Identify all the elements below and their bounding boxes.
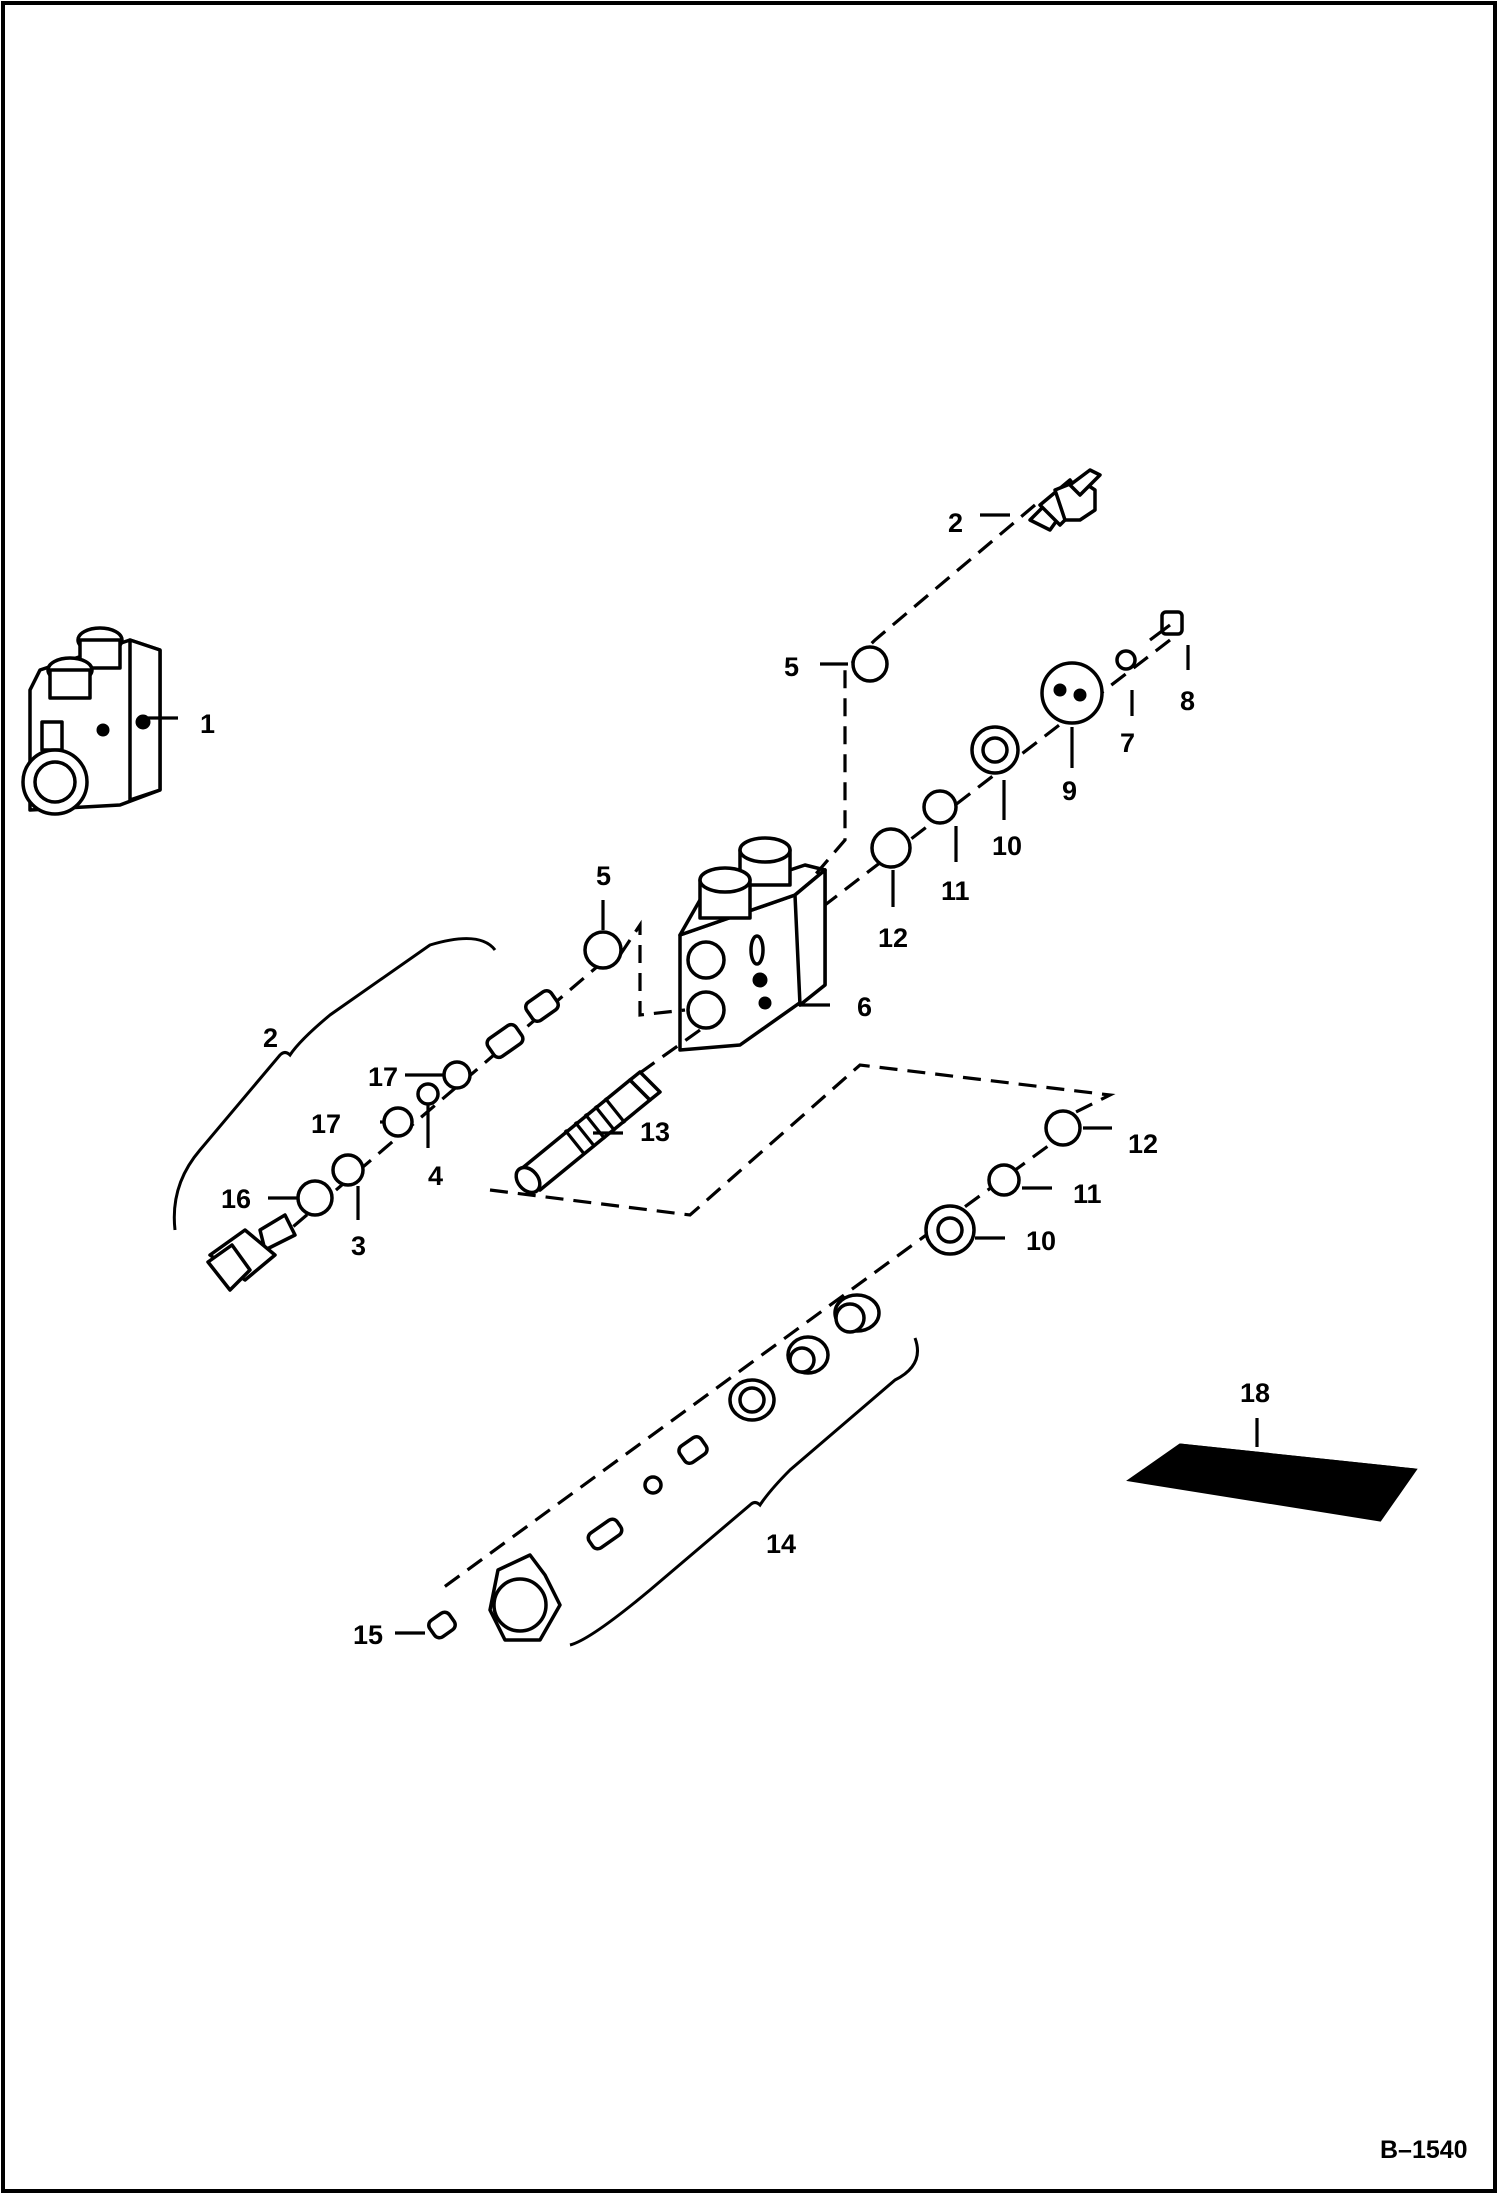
o-ring-part-5-top: [851, 645, 889, 683]
callout-12-lower: 12: [1128, 1129, 1158, 1159]
spool-part-13: [514, 1070, 662, 1195]
callout-11-upper: 11: [941, 876, 970, 906]
ring-part-17-upper: [442, 1060, 472, 1090]
assembly-path-left-5: [618, 919, 686, 1017]
ring-part-4: [416, 1082, 440, 1106]
bracket-group-14: [569, 1337, 919, 1647]
callout-10-lower: 10: [1026, 1226, 1056, 1256]
decal-part-18: [1126, 1443, 1418, 1522]
assembly-path-lower-chain: [439, 1128, 1071, 1592]
relief-valve-parts-14: [586, 1293, 881, 1551]
washer-part-16: [296, 1179, 334, 1217]
plug-part-left: [206, 1213, 297, 1292]
callout-1: 1: [200, 709, 215, 739]
callout-11-lower: 11: [1073, 1179, 1102, 1209]
callout-16: 16: [221, 1184, 251, 1214]
callout-2-group: 2: [263, 1023, 278, 1053]
bracket-group-2: [172, 937, 497, 1231]
callout-2-top: 2: [948, 508, 963, 538]
callout-3: 3: [351, 1231, 366, 1261]
washer-part-10-lower: [924, 1204, 976, 1256]
screw-part-15: [427, 1610, 457, 1640]
callout-9: 9: [1062, 776, 1077, 806]
callout-13: 13: [640, 1117, 670, 1147]
ring-part-11-upper: [922, 789, 958, 825]
assembly-path-upper-5: [813, 503, 1037, 877]
callout-12-upper: 12: [878, 923, 908, 953]
callout-5-left: 5: [596, 861, 611, 891]
ring-part-12-upper: [870, 827, 912, 869]
o-ring-part-5-left: [583, 930, 623, 970]
washer-part-10-upper: [970, 725, 1020, 775]
ring-part-12-lower: [1044, 1109, 1082, 1147]
callout-7: 7: [1120, 728, 1135, 758]
retainer-part-7: [1115, 649, 1137, 671]
cap-part: [488, 1553, 562, 1642]
plate-part-9: [1040, 661, 1104, 725]
drawing-id: B–1540: [1380, 2136, 1468, 2164]
assembled-valve-part: [21, 626, 162, 816]
callout-4: 4: [428, 1161, 443, 1191]
ring-part-17-lower: [382, 1106, 414, 1138]
ring-part-3: [331, 1153, 365, 1187]
callout-5-top: 5: [784, 652, 799, 682]
assembly-path-right-chain: [824, 638, 1171, 907]
callout-18: 18: [1240, 1378, 1270, 1408]
callout-17-upper: 17: [368, 1062, 398, 1092]
callout-17-lower: 17: [311, 1109, 341, 1139]
leader-lines: [148, 513, 1259, 1635]
callout-8: 8: [1180, 686, 1195, 716]
screw-part-8: [1149, 610, 1184, 642]
callout-6: 6: [857, 992, 872, 1022]
plug-part-top: [1028, 468, 1102, 532]
callout-15: 15: [353, 1620, 383, 1650]
ring-part-11-lower: [987, 1163, 1021, 1197]
callout-10-upper: 10: [992, 831, 1022, 861]
poppet-parts-left: [485, 988, 560, 1060]
valve-section-part: [678, 836, 827, 1052]
callout-14: 14: [766, 1529, 796, 1559]
